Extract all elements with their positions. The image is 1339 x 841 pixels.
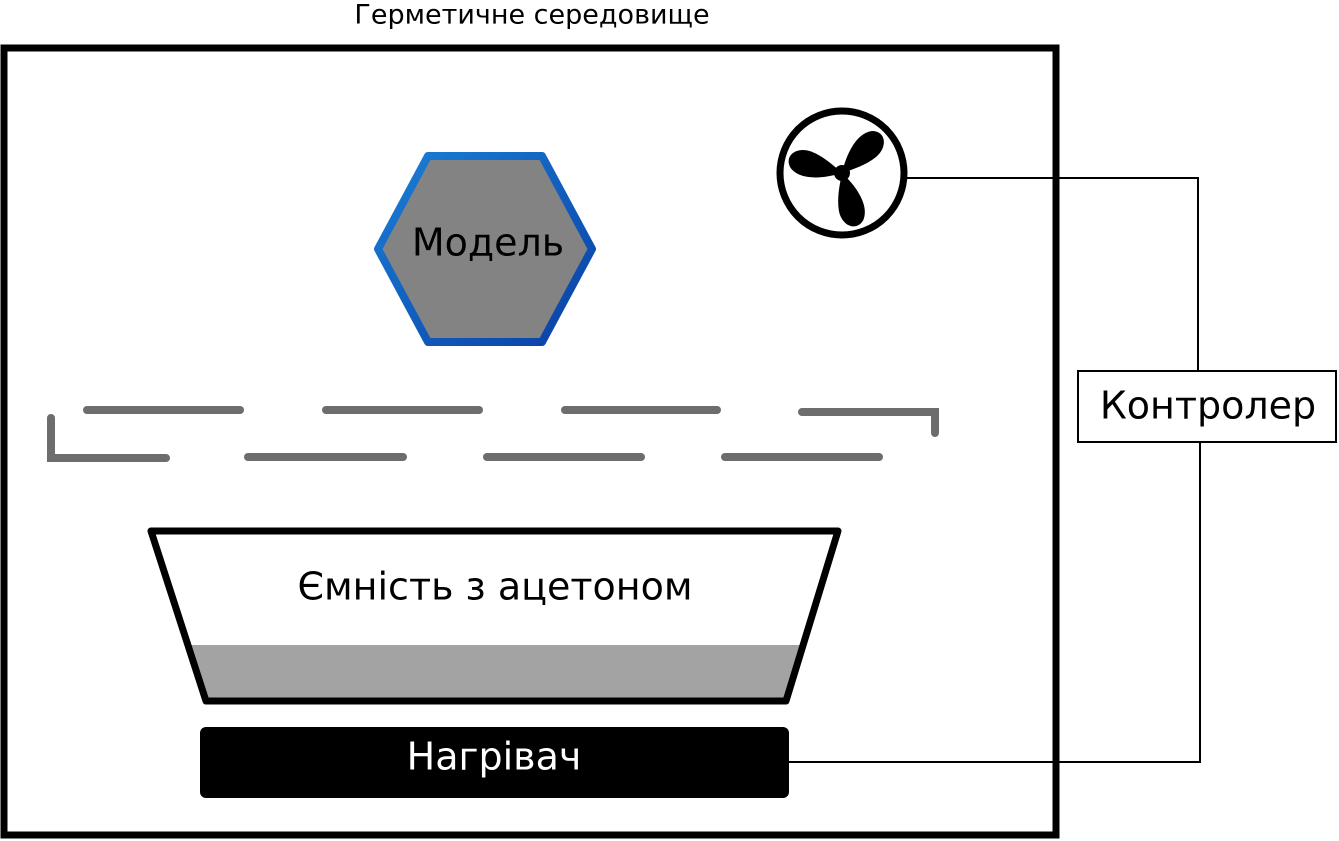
model-label: Модель <box>412 221 564 265</box>
controller-heater-wire <box>788 443 1201 763</box>
container-label: Ємність з ацетоном <box>297 565 692 609</box>
heater-node: Нагрівач <box>200 727 789 798</box>
mesh-shelf <box>47 406 939 462</box>
fan-controller-wire <box>906 177 1199 372</box>
acetone-liquid <box>191 645 800 698</box>
acetone-container: Ємність з ацетоном <box>147 527 842 705</box>
controller-box <box>1077 370 1337 443</box>
heater-box <box>200 727 789 798</box>
diagram-title: Герметичне середовище <box>354 0 709 31</box>
controller-label: Контролер <box>1100 384 1316 428</box>
fan-icon <box>776 107 908 239</box>
sealed-chamber <box>0 44 1060 839</box>
model-hexagon <box>374 152 596 346</box>
container-outline <box>147 527 842 705</box>
controller-node: Контролер <box>1077 370 1337 443</box>
model-node: Модель <box>374 152 596 346</box>
heater-label: Нагрівач <box>407 735 582 779</box>
